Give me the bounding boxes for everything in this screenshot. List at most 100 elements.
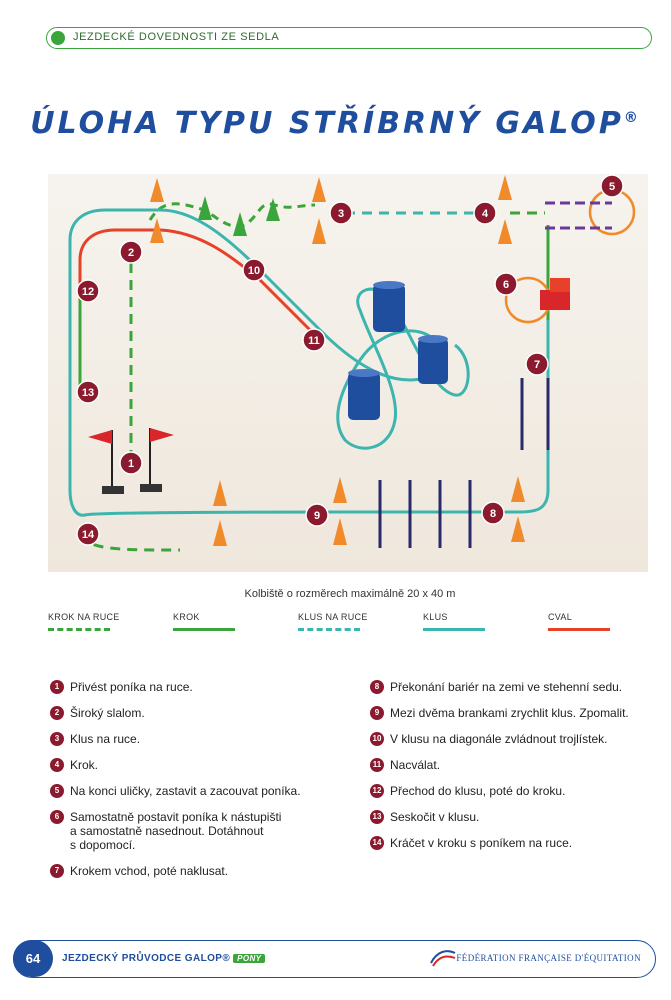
legend-swatch [48,628,110,631]
list-item: 11 Nacválat. [370,758,660,772]
step-number-badge: 2 [50,706,64,720]
registered-mark: ® [623,110,641,126]
step-number-badge: 11 [370,758,384,772]
steps-left: 1 Přivést poníka na ruce. 2 Široký slalom.… [50,680,350,890]
step-number-badge: 10 [370,732,384,746]
step-marker-label: 13 [82,387,94,399]
page-number: 64 [13,940,53,977]
step-marker: 10 [242,258,266,282]
list-item: 10 V klusu na diagonále zvládnout trojlís… [370,732,660,746]
step-text: Překonání bariér na zemi ve stehenní sed… [390,680,623,694]
ground-poles [378,378,550,548]
step-number-badge: 13 [370,810,384,824]
legend-item-walk-in-hand: KROK NA RUCE [48,612,128,631]
arena-caption: Kolbiště o rozměrech maximálně 20 x 40 m [244,588,456,600]
step-text: Přechod do klusu, poté do kroku. [390,784,566,798]
legend-item-walk: KROK [173,612,253,631]
step-marker-label: 2 [128,247,134,259]
step-number-badge: 4 [50,758,64,772]
step-number-badge: 1 [50,680,64,694]
guide-title: JEZDECKÝ PRŮVODCE GALOP®PONY [62,953,266,964]
step-marker: 3 [329,201,353,225]
list-item: 2 Široký slalom. [50,706,350,720]
step-text: Široký slalom. [70,706,145,720]
guide-title-text: JEZDECKÝ PRŮVODCE GALOP® [62,953,231,964]
legend-swatch [298,628,360,631]
header-dot [51,31,65,45]
step-number-badge: 5 [50,784,64,798]
legend-item-canter: CVAL [548,612,628,631]
green-cones [198,196,280,236]
legend-label: KLUS [423,612,448,622]
step-marker-label: 11 [308,335,320,347]
federation-logo-icon [430,950,456,967]
legend-swatch [548,628,610,631]
legend-swatch [423,628,485,631]
step-text: Nacválat. [390,758,441,772]
step-marker-label: 5 [609,181,615,193]
legend-label: KROK NA RUCE [48,612,120,622]
legend-item-trot: KLUS [423,612,503,631]
step-marker-label: 14 [82,529,95,541]
step-marker-label: 8 [490,508,496,520]
step-text: Na konci uličky, zastavit a zacouvat pon… [70,784,301,798]
legend-label: KLUS NA RUCE [298,612,368,622]
step-marker: 8 [481,501,505,525]
step-number-badge: 9 [370,706,384,720]
federation-name: FÉDÉRATION FRANÇAISE D'ÉQUITATION [456,953,641,963]
list-item: 6 Samostatně postavit poníka k nástupišti… [50,810,350,852]
section-header: JEZDECKÉ DOVEDNOSTI ZE SEDLA [46,27,652,49]
step-text: Samostatně postavit poníka k nástupišti … [70,810,282,852]
page-footer: 64 JEZDECKÝ PRŮVODCE GALOP®PONY FÉDÉRATI… [13,940,656,978]
list-item: 7 Krokem vchod, poté naklusat. [50,864,350,878]
step-marker-label: 4 [482,208,489,220]
step-text: Krokem vchod, poté naklusat. [70,864,229,878]
step-text: Mezi dvěma brankami zrychlit klus. Zpoma… [390,706,629,720]
list-item: 8 Překonání bariér na zemi ve stehenní se… [370,680,660,694]
mounting-block [540,278,570,310]
lane-poles [545,201,612,230]
legend-label: CVAL [548,612,573,622]
path-canter [78,228,312,332]
step-marker: 1 [119,451,143,475]
step-marker: 7 [525,352,549,376]
list-item: 4 Krok. [50,758,350,772]
step-marker: 11 [302,328,326,352]
barrel [373,281,405,332]
step-marker-label: 3 [338,208,344,220]
step-number-badge: 6 [50,810,64,824]
legend-label: KROK [173,612,200,622]
step-marker: 4 [473,201,497,225]
legend-swatch [173,628,235,631]
list-item: 9 Mezi dvěma brankami zrychlit klus. Zpom… [370,706,660,720]
list-item: 14 Kráčet v kroku s poníkem na ruce. [370,836,660,850]
section-title: JEZDECKÉ DOVEDNOSTI ZE SEDLA [73,31,280,43]
step-text: V klusu na diagonále zvládnout trojlíste… [390,732,608,746]
pony-tag: PONY [233,954,266,963]
step-marker: 9 [305,503,329,527]
step-number-badge: 8 [370,680,384,694]
step-marker-label: 6 [503,279,509,291]
barrel [348,369,380,420]
step-marker-label: 1 [128,458,134,470]
step-text: Přivést poníka na ruce. [70,680,193,694]
step-text: Krok. [70,758,99,772]
page-title-text: ÚLOHA TYPU STŘÍBRNÝ GALOP [30,106,624,141]
step-marker: 5 [600,174,624,198]
step-marker-label: 9 [314,510,320,522]
path-slalom [148,202,316,228]
step-number-badge: 14 [370,836,384,850]
step-marker: 13 [76,380,100,404]
step-marker: 6 [494,272,518,296]
step-number-badge: 7 [50,864,64,878]
step-marker: 14 [76,522,100,546]
step-marker: 12 [76,279,100,303]
list-item: 5 Na konci uličky, zastavit a zacouvat po… [50,784,350,798]
step-text: Klus na ruce. [70,732,141,746]
step-text: Kráčet v kroku s poníkem na ruce. [390,836,573,850]
